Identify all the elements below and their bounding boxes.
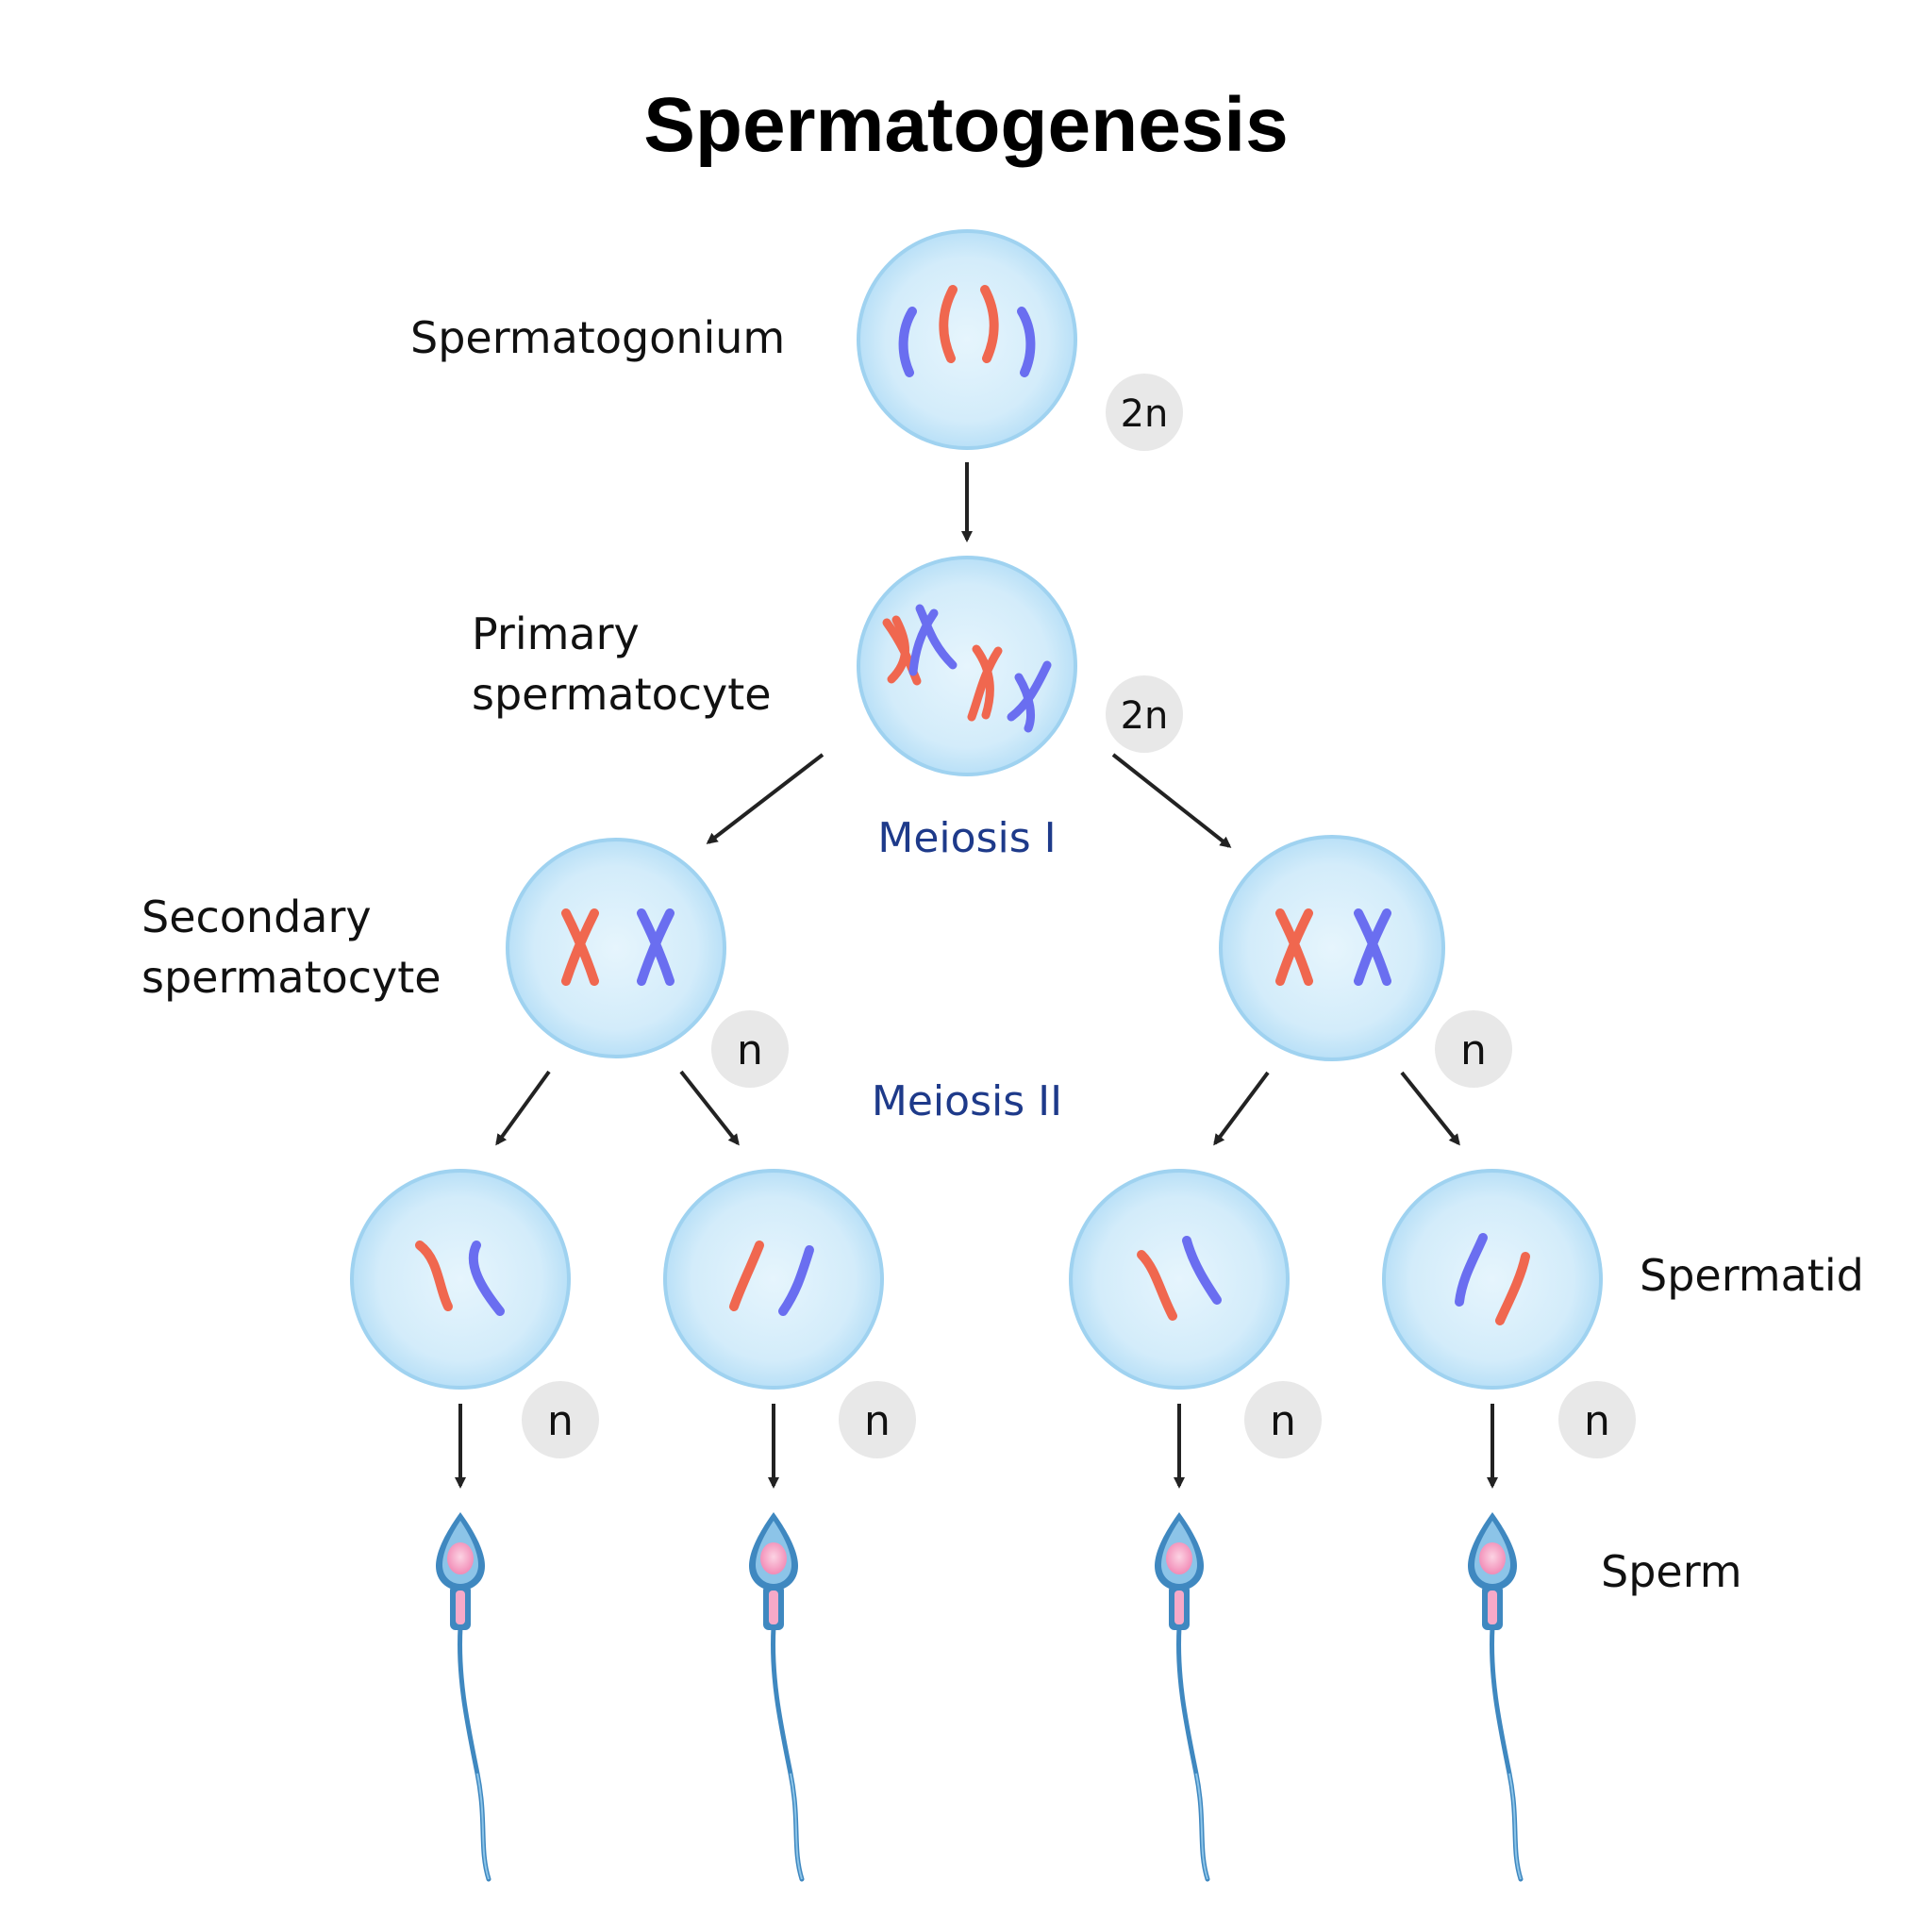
sperm-4 (1468, 1512, 1524, 1882)
ploidy-badges: 2n 2n n n n n n n (522, 374, 1636, 1458)
svg-text:2n: 2n (1121, 694, 1169, 738)
label-primary-line2: spermatocyte (472, 669, 772, 720)
sperm-cells (436, 1512, 1524, 1882)
svg-text:n: n (1270, 1397, 1296, 1445)
sperm-1 (436, 1512, 491, 1882)
tetrads (882, 604, 1052, 733)
ploidy-badge-spermatogonium: 2n (1106, 374, 1183, 451)
svg-text:n: n (864, 1397, 891, 1445)
cell-secondary-left (506, 838, 726, 1058)
sperm-3 (1155, 1512, 1210, 1882)
arrow-primary-to-secondary-left (706, 753, 824, 844)
arrows (455, 462, 1498, 1489)
ploidy-badge-spermatid-3: n (1244, 1381, 1322, 1458)
ploidy-badge-spermatid-4: n (1558, 1381, 1636, 1458)
svg-text:n: n (1584, 1397, 1610, 1445)
cell-secondary-right (1219, 835, 1445, 1061)
cell-spermatogonium (857, 229, 1077, 450)
arrow-secondary-left-to-spermatid-2 (679, 1070, 740, 1146)
sperm-2 (749, 1512, 805, 1882)
chromosomes (898, 285, 1036, 377)
arrow-primary-to-secondary-right (1111, 753, 1232, 848)
ploidy-badge-primary: 2n (1106, 675, 1183, 753)
chromosome-1 (898, 307, 917, 377)
chromosome-3 (980, 285, 999, 363)
cell-spermatid-1 (350, 1169, 571, 1390)
label-spermatid: Spermatid (1640, 1250, 1864, 1301)
label-meiosis-1: Meiosis I (877, 814, 1056, 862)
svg-text:n: n (547, 1397, 574, 1445)
svg-text:n: n (1460, 1026, 1487, 1074)
arrow-secondary-right-to-spermatid-4 (1400, 1071, 1460, 1146)
label-secondary-line2: spermatocyte (142, 952, 441, 1003)
page-title: Spermatogenesis (643, 82, 1289, 168)
label-meiosis-2: Meiosis II (872, 1077, 1062, 1125)
label-spermatogonium: Spermatogonium (410, 312, 785, 363)
chromosome-4 (1017, 307, 1036, 377)
cell-primary-spermatocyte (857, 556, 1077, 776)
ploidy-badge-spermatid-1: n (522, 1381, 599, 1458)
arrow-secondary-left-to-spermatid-1 (495, 1070, 551, 1146)
chromosome-2 (939, 285, 958, 363)
ploidy-badge-secondary-right: n (1435, 1010, 1512, 1088)
ploidy-badge-spermatid-2: n (839, 1381, 916, 1458)
cell-spermatid-3 (1069, 1169, 1290, 1390)
label-primary-line1: Primary (472, 608, 640, 659)
label-sperm: Sperm (1601, 1546, 1742, 1597)
cell-spermatid-2 (663, 1169, 884, 1390)
ploidy-badge-secondary-left: n (711, 1010, 789, 1088)
cell-spermatid-4 (1382, 1169, 1603, 1390)
arrow-secondary-right-to-spermatid-3 (1213, 1071, 1270, 1146)
label-secondary-line1: Secondary (142, 891, 372, 942)
svg-text:2n: 2n (1121, 392, 1169, 436)
svg-text:n: n (737, 1026, 763, 1074)
